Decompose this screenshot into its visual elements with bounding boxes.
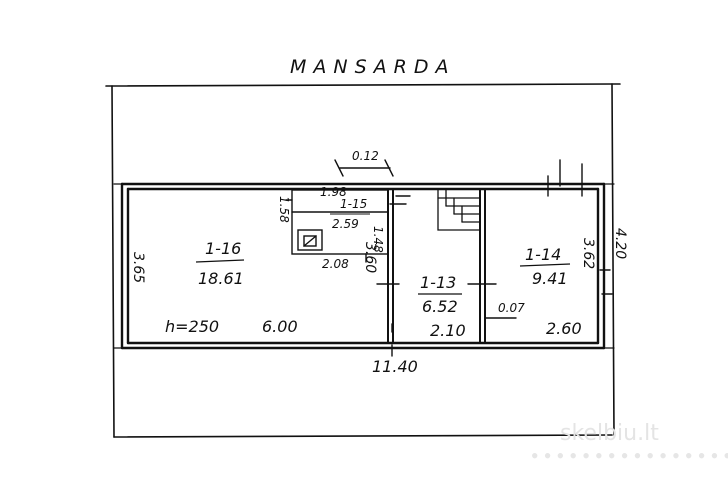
watermark-dots: ● ● ● ● ● ● ● ● ● ● ● ● ● ● ● ● ● [532,451,728,461]
dim-room-13-width: 2.10 [430,321,466,340]
dim-chimney-width: 1.58 [277,196,291,223]
dim-wall-top: 0.12 [352,149,379,163]
dim-room-13-depth: 3.60 [362,242,378,273]
stairs [437,188,481,231]
end-strips [113,183,615,349]
dim-room-15-width: 1.98 [320,185,347,199]
room-area-1-15: 2.59 [332,217,359,231]
dim-room-14-width: 2.60 [546,319,582,338]
room-area-1-14: 9.41 [532,269,568,288]
room-id-1-14: 1-14 [525,245,561,264]
dimension-ticks [285,159,613,357]
room-id-1-15: 1-15 [340,197,367,211]
room-id-1-13: 1-13 [420,273,456,292]
dim-wall-inner: 0.07 [498,301,525,315]
ceiling-height: h=250 [165,317,219,336]
dim-overall-depth: 4.20 [612,228,628,259]
dim-room-15-depth: 1.48 [371,226,385,253]
room-area-1-13: 6.52 [422,297,458,316]
chimney-block [291,189,389,255]
dim-room-16-depth: 3.65 [130,252,146,283]
interior-walls [387,188,486,344]
watermark-brand: skelbiu.lt [560,421,659,446]
exterior-walls [120,182,606,350]
dim-room-15-long: 2.08 [322,257,349,271]
dim-room-16-length: 6.00 [262,317,298,336]
dim-overall-length: 11.40 [372,357,418,376]
roof-outline [105,83,621,438]
room-area-1-16: 18.61 [198,269,244,288]
plan-title: MANSARDA [290,56,456,78]
dim-room-14-depth: 3.62 [580,238,596,269]
room-id-1-16: 1-16 [205,239,241,258]
